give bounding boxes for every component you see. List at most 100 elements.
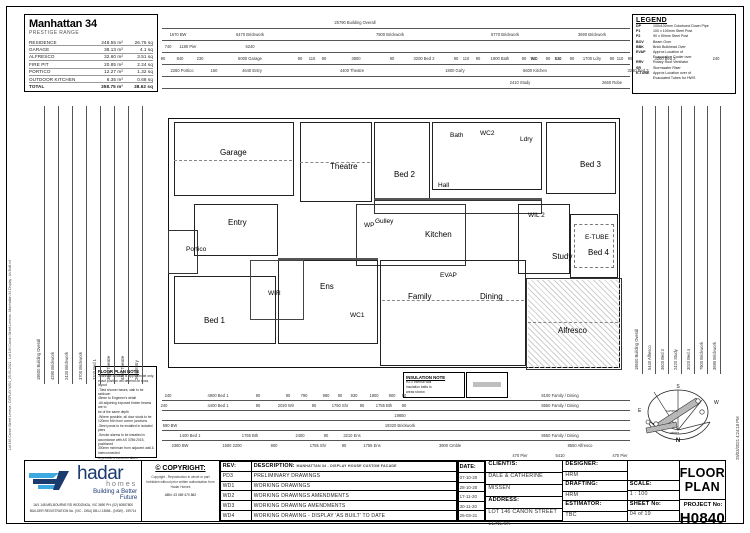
dimension-text: 1800 Gal'y bbox=[445, 68, 465, 73]
compass-icon: S W N E summer winter bbox=[638, 384, 719, 444]
dimension-text: 1800 bbox=[369, 393, 379, 398]
date-header: DATE: bbox=[457, 460, 486, 474]
area-row-name: ALFRESCO bbox=[29, 53, 92, 62]
svg-text:W: W bbox=[714, 400, 719, 406]
area-row-name: OUTDOOR KITCHEN bbox=[29, 75, 92, 84]
hall-corridor bbox=[374, 200, 542, 214]
bed4-walls bbox=[570, 214, 618, 278]
svg-text:E: E bbox=[638, 408, 642, 414]
dimension-text: 90 bbox=[401, 403, 407, 408]
legend-item-desc: 100x100mm Colorbond Down Pipe bbox=[653, 24, 709, 28]
dim-line-vertical bbox=[128, 106, 129, 384]
dimension-text: 6240 bbox=[245, 44, 255, 49]
dimension-text: 1400 Bed 1 bbox=[179, 433, 201, 438]
dimension-text: 470 Pier bbox=[512, 453, 528, 458]
dimension-text: 3210 Ens bbox=[343, 433, 361, 438]
dimension-text: 1700 Ldry bbox=[582, 56, 602, 61]
revision-date: 28-10-20 bbox=[457, 481, 486, 493]
e-tube-zone bbox=[574, 224, 614, 268]
legend-item-desc: Beam Over bbox=[653, 39, 672, 44]
area-total-name: TOTAL bbox=[29, 82, 92, 90]
room-label: WC1 bbox=[350, 312, 365, 319]
dimension-text: 90 bbox=[569, 56, 575, 61]
address-line-1: LOT 146 CANON STREET bbox=[486, 509, 563, 521]
room-label: Study bbox=[552, 252, 573, 261]
dimension-text: 900 bbox=[388, 393, 396, 398]
dimension-text: 5770 Brickwork bbox=[491, 32, 519, 37]
floor-plan-note-line: to provide a common alarm bbox=[98, 455, 138, 460]
ceiling-line-3 bbox=[382, 300, 524, 301]
insulation-note-line: R2.0 internal wall bbox=[406, 380, 432, 385]
insulated-wall-1 bbox=[374, 198, 542, 200]
insulation-note-line: areas shown bbox=[406, 389, 425, 394]
legend-item-desc: Stormwater Riser bbox=[653, 65, 681, 70]
dimension-text: 90 bbox=[359, 403, 365, 408]
legend-item-key: EVAP bbox=[636, 50, 646, 55]
dimension-text: 2660 Robe bbox=[601, 80, 623, 85]
revision-date-row: 17-11-20 bbox=[457, 491, 486, 502]
description-header: DESCRIPTION: MANHATTAN 34 - DISPLAY HOUS… bbox=[250, 461, 457, 472]
dimension-text-vertical: 19500 Building Overall bbox=[36, 338, 41, 380]
company-address: 16/1 148 MELBOURNE RD WODONGA, VIC 3690 … bbox=[33, 503, 134, 508]
area-row-name: GARAGE bbox=[29, 45, 92, 54]
dimension-text: 2020 Wir bbox=[277, 403, 295, 408]
area-row-squares: 2.24 sq bbox=[127, 60, 153, 69]
floor-plan-note-line: -Tiled shower bases, slab to be setdown bbox=[98, 387, 144, 396]
room-label: WIL 2 bbox=[528, 212, 545, 219]
dimension-text-vertical: 3020 Bed 4 bbox=[686, 349, 691, 370]
revision-description: WORKING DRAWINGS bbox=[250, 480, 457, 492]
dimension-text-vertical: 5440 Alfresco bbox=[647, 345, 652, 370]
area-row-metric: 12.27 m² bbox=[91, 68, 127, 76]
dimension-text: 240 bbox=[160, 403, 168, 408]
dimension-text: 2410 Study bbox=[509, 80, 531, 85]
area-total-metric: 358.75 m² bbox=[91, 82, 127, 90]
sheet-title: FLOOR PLAN bbox=[679, 461, 725, 500]
floor-plan-note-line: -Where possible, all door studs to be bbox=[98, 414, 152, 419]
dim-line-top-3 bbox=[162, 64, 630, 65]
legend-item: Evaporative Cooler over bbox=[636, 55, 732, 60]
dimension-text: 160 bbox=[210, 68, 218, 73]
dim-line-vertical bbox=[694, 106, 695, 374]
area-row-metric: 32.60 m² bbox=[91, 53, 127, 62]
legend-item-key: E-TUBE bbox=[636, 70, 650, 75]
floor-plan-note-line: interconnected bbox=[98, 451, 120, 456]
floor-plan-note-line: -Manhole location is approximate only, bbox=[98, 374, 155, 379]
dim-line-top-2 bbox=[162, 52, 630, 53]
client-block: CLIENT/S: DALE & CATHERINE MISSEN ADDRES… bbox=[486, 461, 564, 527]
legend-item-key: P1 bbox=[636, 29, 641, 34]
sheet-no-value: 04 of 19 bbox=[629, 511, 651, 517]
room-label: WC2 bbox=[480, 130, 495, 137]
dimension-text-vertical: 3690 Brickwork bbox=[712, 342, 717, 370]
dimension-text: 1900 Bath bbox=[490, 56, 510, 61]
room-label: EVAP bbox=[440, 272, 457, 279]
dimension-text: 4900 Bed 1 bbox=[207, 393, 229, 398]
dimension-text: 930 bbox=[350, 393, 358, 398]
north-sun-path-diagram: S W N E summer winter bbox=[636, 378, 734, 456]
dimension-text: 7900 Brickwork bbox=[376, 32, 404, 37]
wir-walls bbox=[250, 260, 304, 320]
dimension-text: 3200 Bed 2 bbox=[413, 56, 435, 61]
dimension-text: 6470 Brickwork bbox=[236, 32, 264, 37]
address-label: ADDRESS: bbox=[486, 497, 563, 509]
room-label: Gulley bbox=[375, 218, 394, 225]
dimension-text: 1670 BW bbox=[169, 32, 187, 37]
scale-spacer bbox=[627, 461, 679, 481]
dim-line-vertical bbox=[86, 106, 87, 384]
room-label: Garage bbox=[220, 148, 247, 157]
dimension-text-vertical: 3600 Theatre bbox=[106, 355, 111, 380]
dimension-text: 1755 Ens bbox=[363, 443, 381, 448]
dimension-text: 90 bbox=[609, 56, 615, 61]
legend-title: LEGEND bbox=[636, 17, 667, 24]
dimension-text: 90 bbox=[297, 56, 303, 61]
scale-sheet-block: SCALE: 1 : 100 SHEET No: 04 of 19 bbox=[627, 461, 680, 521]
dimension-text-vertical: 3100 Bed 1 bbox=[92, 359, 97, 380]
area-total-squares: 38.62 sq bbox=[127, 82, 153, 90]
room-label: Bed 2 bbox=[394, 170, 415, 179]
legend-item-key bbox=[636, 76, 653, 81]
bed2-walls bbox=[374, 122, 430, 200]
